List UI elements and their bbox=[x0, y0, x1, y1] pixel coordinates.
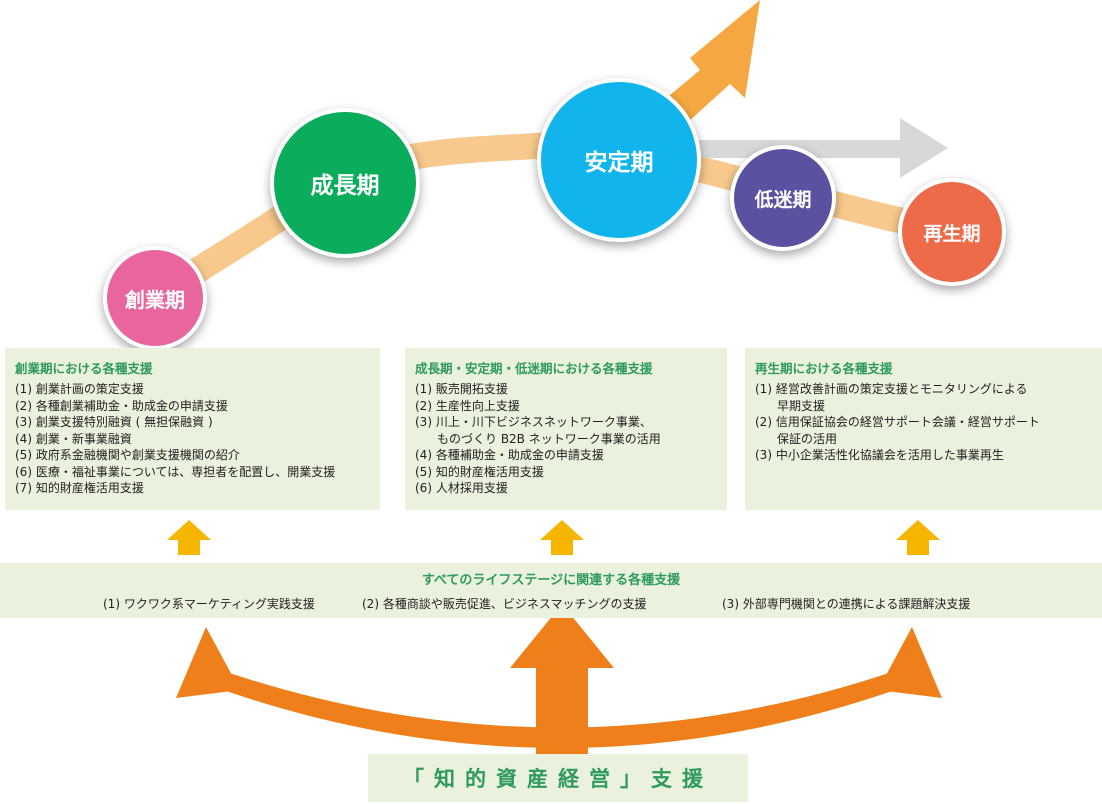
common-support-item: (1) ワクワク系マーケティング実践支援 bbox=[103, 597, 315, 611]
list-item: (2) 生産性向上支援 bbox=[415, 398, 520, 413]
stage-teimei: 低迷期 bbox=[730, 145, 836, 251]
list-item: (1) 経営改善計画の策定支援とモニタリングによる bbox=[755, 382, 1028, 396]
stage-saisei-label: 再生期 bbox=[923, 222, 981, 245]
panel-sogyo-support: 創業期における各種支援 (1) 創業計画の策定支援 (2) 各種創業補助金・助成… bbox=[5, 348, 380, 510]
common-support-bar: すべてのライフステージに関連する各種支援 (1) ワクワク系マーケティング実践支… bbox=[0, 563, 1102, 618]
list-item: (6) 医療・福祉事業については、専担者を配置し、開業支援 bbox=[15, 464, 336, 479]
list-item: (6) 人材採用支援 bbox=[415, 481, 508, 495]
list-item: 保証の活用 bbox=[777, 431, 838, 446]
stage-teimei-label: 低迷期 bbox=[754, 188, 812, 211]
list-item: (5) 知的財産権活用支援 bbox=[415, 464, 544, 479]
panel-saisei-support: 再生期における各種支援 (1) 経営改善計画の策定支援とモニタリングによる 早期… bbox=[745, 348, 1102, 510]
stage-antei: 安定期 bbox=[537, 78, 701, 242]
up-arrow-right bbox=[896, 520, 940, 555]
common-support-title: すべてのライフステージに関連する各種支援 bbox=[421, 573, 681, 588]
list-item: (3) 川上・川下ビジネスネットワーク事業、 bbox=[415, 415, 652, 429]
list-item: (1) 創業計画の策定支援 bbox=[15, 382, 144, 396]
stage-sogyo: 創業期 bbox=[103, 246, 207, 350]
list-item: (2) 信用保証協会の経営サポート会議・経営サポート bbox=[755, 415, 1040, 429]
list-item: (4) 各種補助金・助成金の申請支援 bbox=[415, 448, 604, 462]
stage-saisei: 再生期 bbox=[898, 178, 1006, 286]
stage-seicho-label: 成長期 bbox=[310, 173, 380, 199]
list-item: (3) 中小企業活性化協議会を活用した事業再生 bbox=[755, 448, 1004, 462]
intellectual-asset-label: 「知的資産経営」支援 bbox=[368, 754, 748, 802]
gray-arrow bbox=[660, 118, 948, 178]
up-arrow-middle bbox=[540, 520, 584, 555]
list-item: (3) 創業支援特別融資 ( 無担保融資 ) bbox=[15, 415, 213, 429]
common-support-item: (3) 外部専門機関との連携による課題解決支援 bbox=[722, 597, 971, 611]
panel-title: 成長期・安定期・低迷期における各種支援 bbox=[415, 361, 653, 376]
up-arrow-left bbox=[167, 520, 211, 555]
stage-sogyo-label: 創業期 bbox=[125, 287, 185, 312]
panel-growth-support: 成長期・安定期・低迷期における各種支援 (1) 販売開拓支援 (2) 生産性向上… bbox=[405, 348, 727, 510]
big-curved-arrow bbox=[176, 604, 942, 760]
list-item: (7) 知的財産権活用支援 bbox=[15, 481, 144, 495]
panel-title: 再生期における各種支援 bbox=[755, 361, 893, 376]
list-item: 早期支援 bbox=[777, 398, 826, 413]
list-item: (5) 政府系金融機関や創業支援機関の紹介 bbox=[15, 448, 240, 462]
list-item: (2) 各種創業補助金・助成金の申請支援 bbox=[15, 398, 228, 413]
list-item: (1) 販売開拓支援 bbox=[415, 382, 508, 396]
list-item: (4) 創業・新事業融資 bbox=[15, 431, 132, 446]
common-support-item: (2) 各種商談や販売促進、ビジネスマッチングの支援 bbox=[362, 597, 647, 611]
list-item: ものづくり B2B ネットワーク事業の活用 bbox=[437, 431, 661, 446]
stage-seicho: 成長期 bbox=[270, 108, 420, 258]
stage-antei-label: 安定期 bbox=[584, 150, 654, 176]
panel-title: 創業期における各種支援 bbox=[15, 361, 153, 376]
